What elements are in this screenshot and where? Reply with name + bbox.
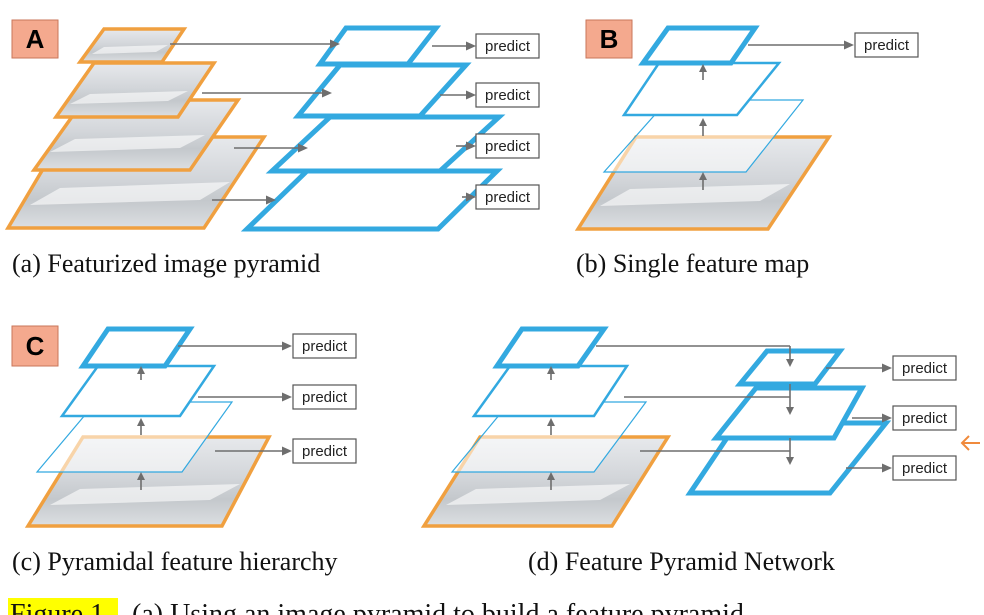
feature-d-left-2 — [471, 364, 630, 418]
svg-text:predict: predict — [864, 37, 910, 54]
arrow-a-p4 — [462, 192, 476, 202]
predict-box-c-2: predict — [292, 384, 357, 410]
image-level-1 — [76, 27, 188, 64]
arrow-c-p3 — [215, 446, 292, 456]
figure-text: . (a) Using an image pyramid to build a … — [118, 599, 751, 615]
predict-box-a-3: predict — [475, 133, 540, 159]
feature-map-4 — [240, 168, 504, 232]
predict-box-c-1: predict — [292, 333, 357, 359]
arrow-c-p1 — [178, 341, 292, 351]
feature-map-3 — [265, 114, 506, 174]
caption-c: (c) Pyramidal feature hierarchy — [12, 547, 338, 576]
svg-text:predict: predict — [902, 460, 948, 477]
svg-text:predict: predict — [302, 389, 348, 406]
predict-box-d-3: predict — [892, 455, 957, 481]
predict-box-a-4: predict — [475, 184, 540, 210]
panel-c-badge: C — [11, 325, 59, 367]
predict-box-a-1: predict — [475, 33, 540, 59]
svg-text:predict: predict — [902, 410, 948, 427]
caption-b: (b) Single feature map — [576, 249, 809, 278]
svg-text:predict: predict — [485, 38, 531, 55]
predict-box-a-2: predict — [475, 82, 540, 108]
caption-d: (d) Feature Pyramid Network — [528, 547, 835, 576]
predict-box-b-1: predict — [854, 32, 919, 58]
arrow-d-p3 — [846, 463, 892, 473]
arrow-d-p2 — [852, 413, 892, 423]
panel-c: C predict predict predict (c) Pyramidal … — [11, 325, 357, 576]
arrow-c-up-2 — [137, 418, 145, 435]
arrow-a-p2 — [440, 90, 476, 100]
predict-box-c-3: predict — [292, 438, 357, 464]
arrow-a-p3 — [456, 141, 476, 151]
arrow-a-4 — [212, 195, 276, 205]
arrow-d-up-3 — [547, 366, 555, 380]
arrow-d-up-1 — [547, 472, 555, 490]
svg-text:predict: predict — [485, 138, 531, 155]
arrow-d-up-2 — [547, 418, 555, 435]
feature-d-right-1 — [734, 348, 846, 387]
panel-d: predict predict predict (d) Feature Pyra… — [420, 326, 980, 576]
feature-map-1 — [315, 25, 442, 67]
arrow-c-up-3 — [137, 366, 145, 380]
panel-b: B predict (b) Single feature map — [574, 19, 919, 278]
predict-box-d-2: predict — [892, 405, 957, 431]
arrow-b-up-1 — [699, 172, 707, 190]
side-arrow-icon — [960, 435, 980, 451]
arrow-b-up-2 — [699, 118, 707, 136]
svg-text:predict: predict — [485, 87, 531, 104]
panel-a-badge: A — [11, 19, 59, 59]
panel-b-badge: B — [585, 19, 633, 59]
svg-text:predict: predict — [302, 338, 348, 355]
arrow-a-p1 — [432, 41, 476, 51]
image-pyramid — [4, 27, 268, 230]
panel-c-badge-label: C — [26, 331, 45, 361]
feature-map-2 — [292, 62, 472, 119]
arrow-a-1 — [170, 39, 340, 49]
panel-b-badge-label: B — [600, 24, 619, 54]
figure-label: Figure 1 — [10, 599, 104, 615]
arrow-b-p1 — [748, 40, 854, 50]
caption-a: (a) Featurized image pyramid — [12, 249, 320, 278]
feature-c-1 — [78, 326, 195, 369]
arrow-c-up-1 — [137, 472, 145, 490]
svg-text:predict: predict — [485, 189, 531, 206]
arrow-a-3 — [234, 143, 308, 153]
feature-c-2 — [59, 364, 217, 418]
lateral-d-2 — [624, 384, 794, 415]
feature-d-left-1 — [492, 326, 609, 369]
figure-caption: Figure 1 . (a) Using an image pyramid to… — [8, 598, 751, 615]
svg-text:predict: predict — [302, 443, 348, 460]
arrow-c-p2 — [198, 392, 292, 402]
feature-b-1 — [638, 25, 760, 66]
panel-a-badge-label: A — [26, 24, 45, 54]
svg-text:predict: predict — [902, 360, 948, 377]
image-level-2 — [52, 61, 218, 119]
predict-box-d-1: predict — [892, 355, 957, 381]
arrow-a-2 — [202, 88, 332, 98]
feature-b-2 — [621, 61, 782, 117]
lateral-d-3 — [640, 438, 794, 465]
arrow-d-p1 — [826, 363, 892, 373]
lateral-d-1 — [596, 345, 794, 367]
panel-a: A — [4, 19, 540, 278]
arrow-b-up-3 — [699, 64, 707, 80]
